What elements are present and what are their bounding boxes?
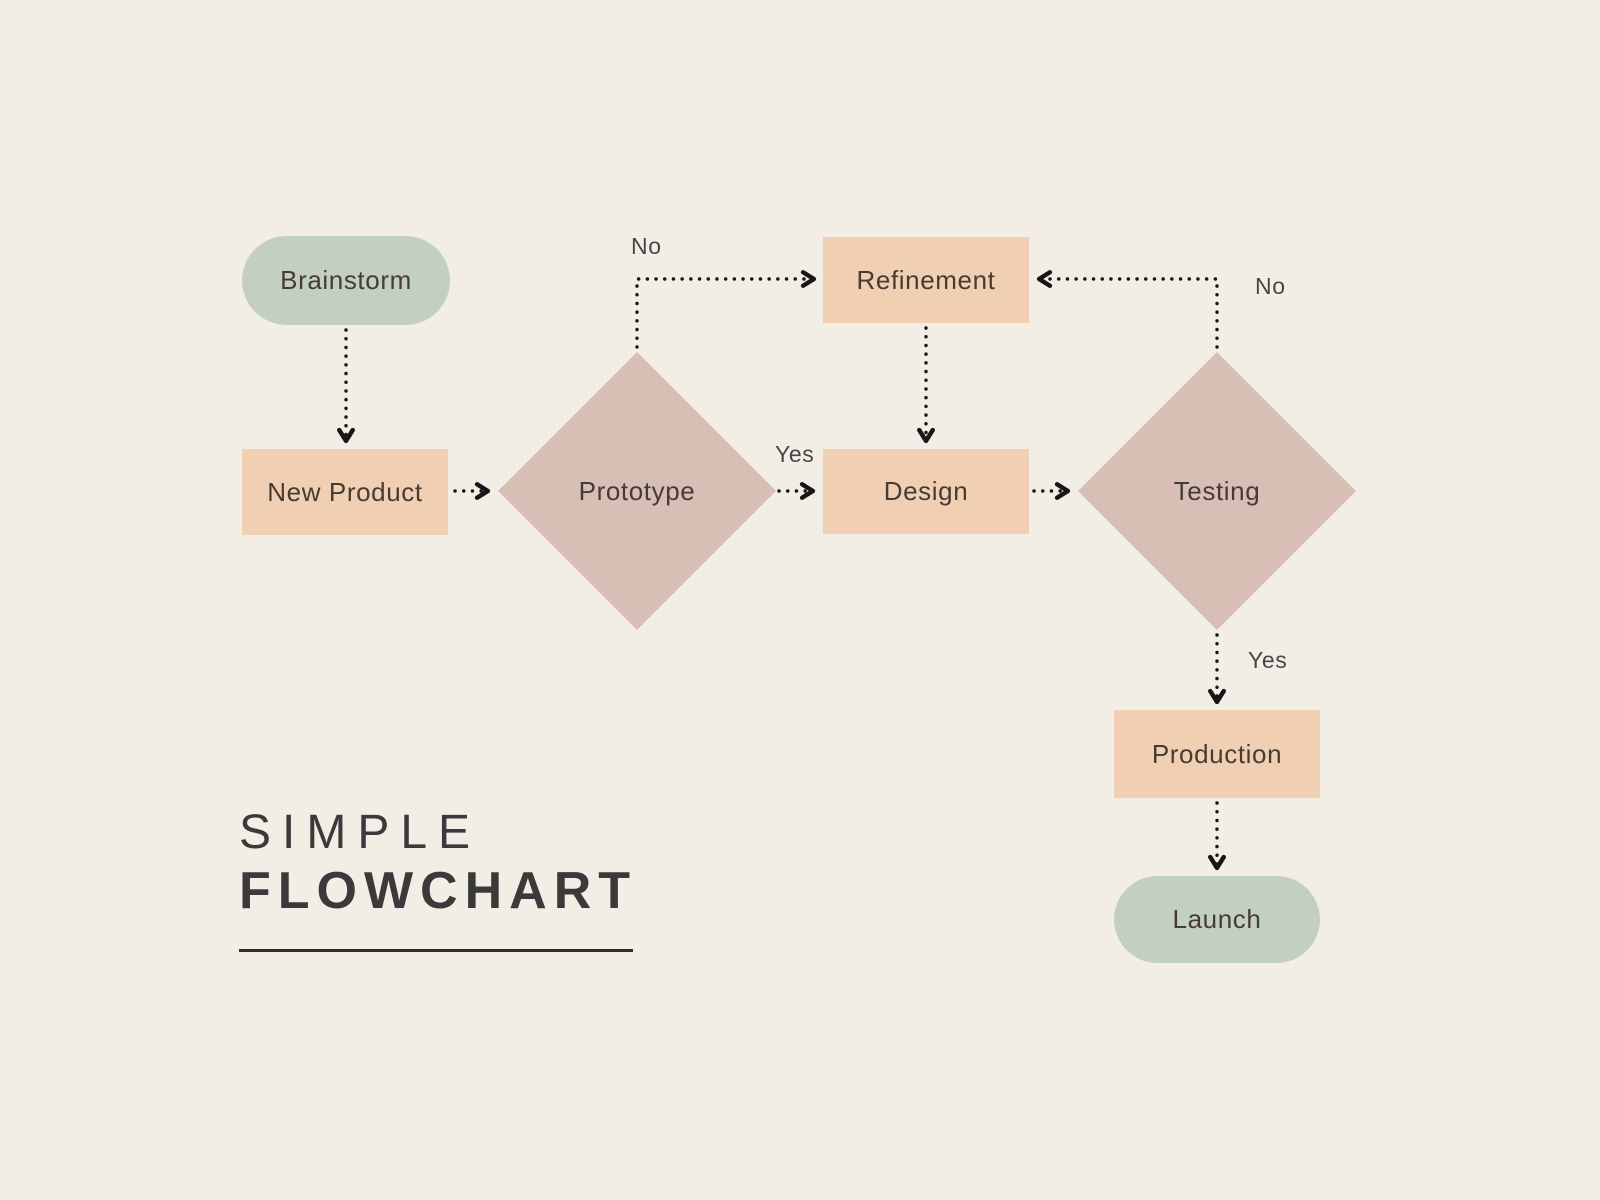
node-design: Design [823, 449, 1029, 534]
edge-testing-no-to-refinement [1036, 270, 1219, 349]
node-testing-decision: Testing [1078, 352, 1356, 630]
node-new-product: New Product [242, 449, 448, 535]
edge-prototype-no-to-refinement [635, 270, 817, 349]
node-prototype-label: Prototype [578, 475, 696, 506]
title-underline [239, 949, 633, 952]
node-brainstorm: Brainstorm [242, 236, 450, 325]
node-refinement: Refinement [823, 237, 1029, 323]
title-line-flowchart: FLOWCHART [239, 861, 638, 920]
node-refinement-label: Refinement [856, 264, 996, 295]
edge-label-prototype-no: No [631, 233, 662, 259]
node-launch-label: Launch [1172, 904, 1262, 934]
title-block: SIMPLE FLOWCHART [239, 804, 639, 952]
edge-label-testing-no: No [1255, 273, 1286, 299]
node-production: Production [1114, 710, 1320, 798]
edge-label-testing-yes: Yes [1248, 647, 1288, 673]
node-brainstorm-label: Brainstorm [280, 265, 412, 295]
node-testing-label: Testing [1173, 475, 1261, 506]
node-launch: Launch [1114, 876, 1320, 963]
edge-label-prototype-yes: Yes [775, 441, 815, 467]
node-new-product-label: New Product [267, 476, 423, 507]
node-production-label: Production [1151, 738, 1283, 769]
title-line-simple: SIMPLE [239, 806, 482, 859]
node-design-label: Design [883, 476, 969, 506]
node-prototype-decision: Prototype [498, 352, 776, 630]
